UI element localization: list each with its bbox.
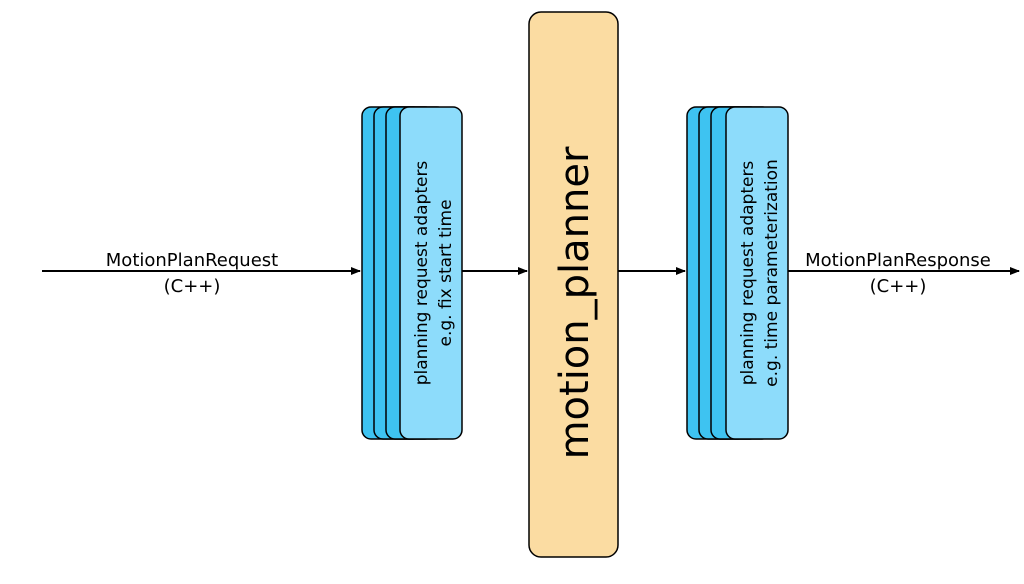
motion-planner-label: motion_planner <box>552 146 598 459</box>
output-label: MotionPlanResponse <box>805 250 991 271</box>
post-adapter-card-front <box>725 106 789 440</box>
motion-planner-box <box>528 11 619 558</box>
pre-adapters-title: planning request adapters <box>412 161 432 386</box>
pre-adapter-card-front <box>399 106 463 440</box>
pre-adapters-stack: planning request adapters e.g. fix start… <box>361 106 463 440</box>
post-adapters-stack: planning request adapters e.g. time para… <box>686 106 789 440</box>
pre-adapters-example: e.g. fix start time <box>436 199 456 346</box>
output-sublabel: (C++) <box>870 276 927 297</box>
post-adapters-title: planning request adapters <box>738 161 758 386</box>
input-sublabel: (C++) <box>164 276 221 297</box>
post-adapters-example: e.g. time parameterization <box>762 159 782 387</box>
input-label: MotionPlanRequest <box>106 250 278 271</box>
